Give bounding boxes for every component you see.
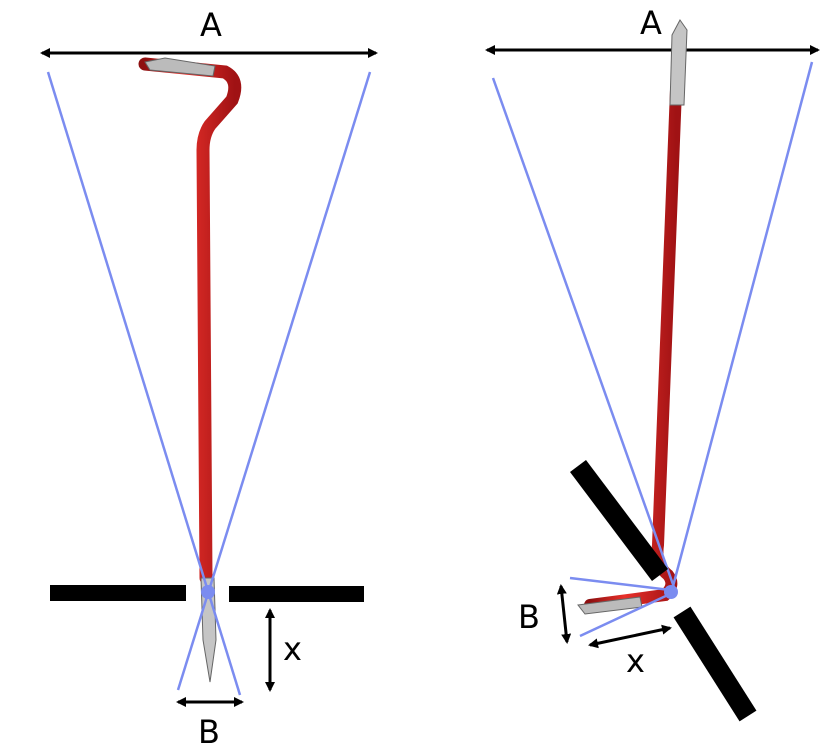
width-b-arrow [556, 584, 572, 644]
depth-x-arrow [588, 624, 672, 649]
label-a: A [200, 6, 222, 44]
sightline [670, 61, 814, 591]
label-b: B [198, 713, 220, 751]
label-x: x [283, 630, 302, 668]
sightline [569, 576, 671, 592]
label-x: x [626, 642, 645, 680]
pivot-point [201, 585, 215, 599]
sightline [491, 77, 677, 591]
sightline [46, 71, 242, 696]
label-a: A [640, 4, 662, 42]
label-b: B [518, 598, 540, 636]
surface-bar [50, 585, 186, 601]
pivot-point [664, 585, 678, 599]
surface-bar [673, 606, 757, 722]
left-diagram: A x B [40, 6, 378, 751]
surface-bar [570, 459, 668, 582]
right-diagram: A B x [485, 4, 820, 722]
surface-bar [229, 586, 364, 602]
